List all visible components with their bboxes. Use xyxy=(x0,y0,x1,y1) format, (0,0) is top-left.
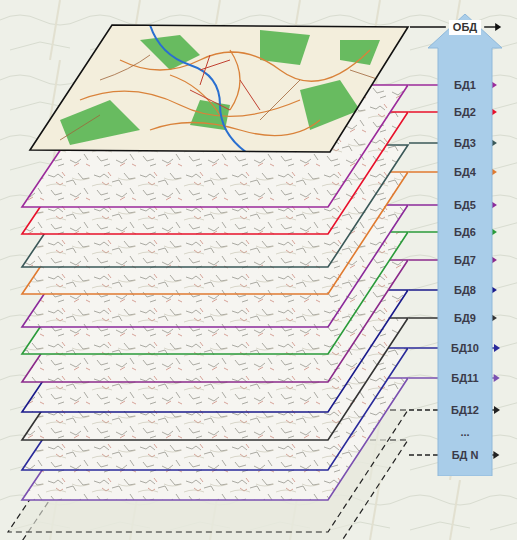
db-label: БД11 xyxy=(450,372,479,385)
arrow-head xyxy=(494,344,500,352)
forest-area xyxy=(60,30,380,145)
sheet-stack xyxy=(8,85,408,540)
database-band: ОБД БД1БД2БД3БД4БД5БД6БД7БД8БД9БД10БД11БД… xyxy=(428,14,502,476)
db-label: БД5 xyxy=(453,199,477,212)
arrow-head xyxy=(493,451,499,459)
db-label: БД9 xyxy=(453,312,477,325)
urban-streets xyxy=(190,55,260,110)
db-label: БД1 xyxy=(453,79,477,92)
db-label: БД3 xyxy=(453,137,477,150)
river xyxy=(150,25,250,155)
db-label: ... xyxy=(459,426,470,439)
db-label: БД4 xyxy=(453,166,477,179)
db-label: БД2 xyxy=(453,106,477,119)
db-label: БД8 xyxy=(453,284,477,297)
db-label: БД10 xyxy=(450,342,480,355)
arrow-head xyxy=(495,23,501,31)
output-arrow xyxy=(484,26,496,27)
db-label: БД12 xyxy=(450,404,480,417)
db-label: БД7 xyxy=(453,254,477,267)
top-map-sheet xyxy=(30,25,408,155)
map-sheet-outline xyxy=(30,25,408,152)
arrow-head xyxy=(494,374,500,382)
band-arrow xyxy=(428,14,502,476)
db-label: БД6 xyxy=(453,226,477,239)
merged-db-label: ОБД xyxy=(449,20,481,35)
db-label: БД N xyxy=(451,449,480,462)
arrow-head xyxy=(494,406,500,414)
road-lines xyxy=(80,50,370,136)
layer-leader xyxy=(410,26,446,27)
map-sheet-fill xyxy=(30,25,408,152)
